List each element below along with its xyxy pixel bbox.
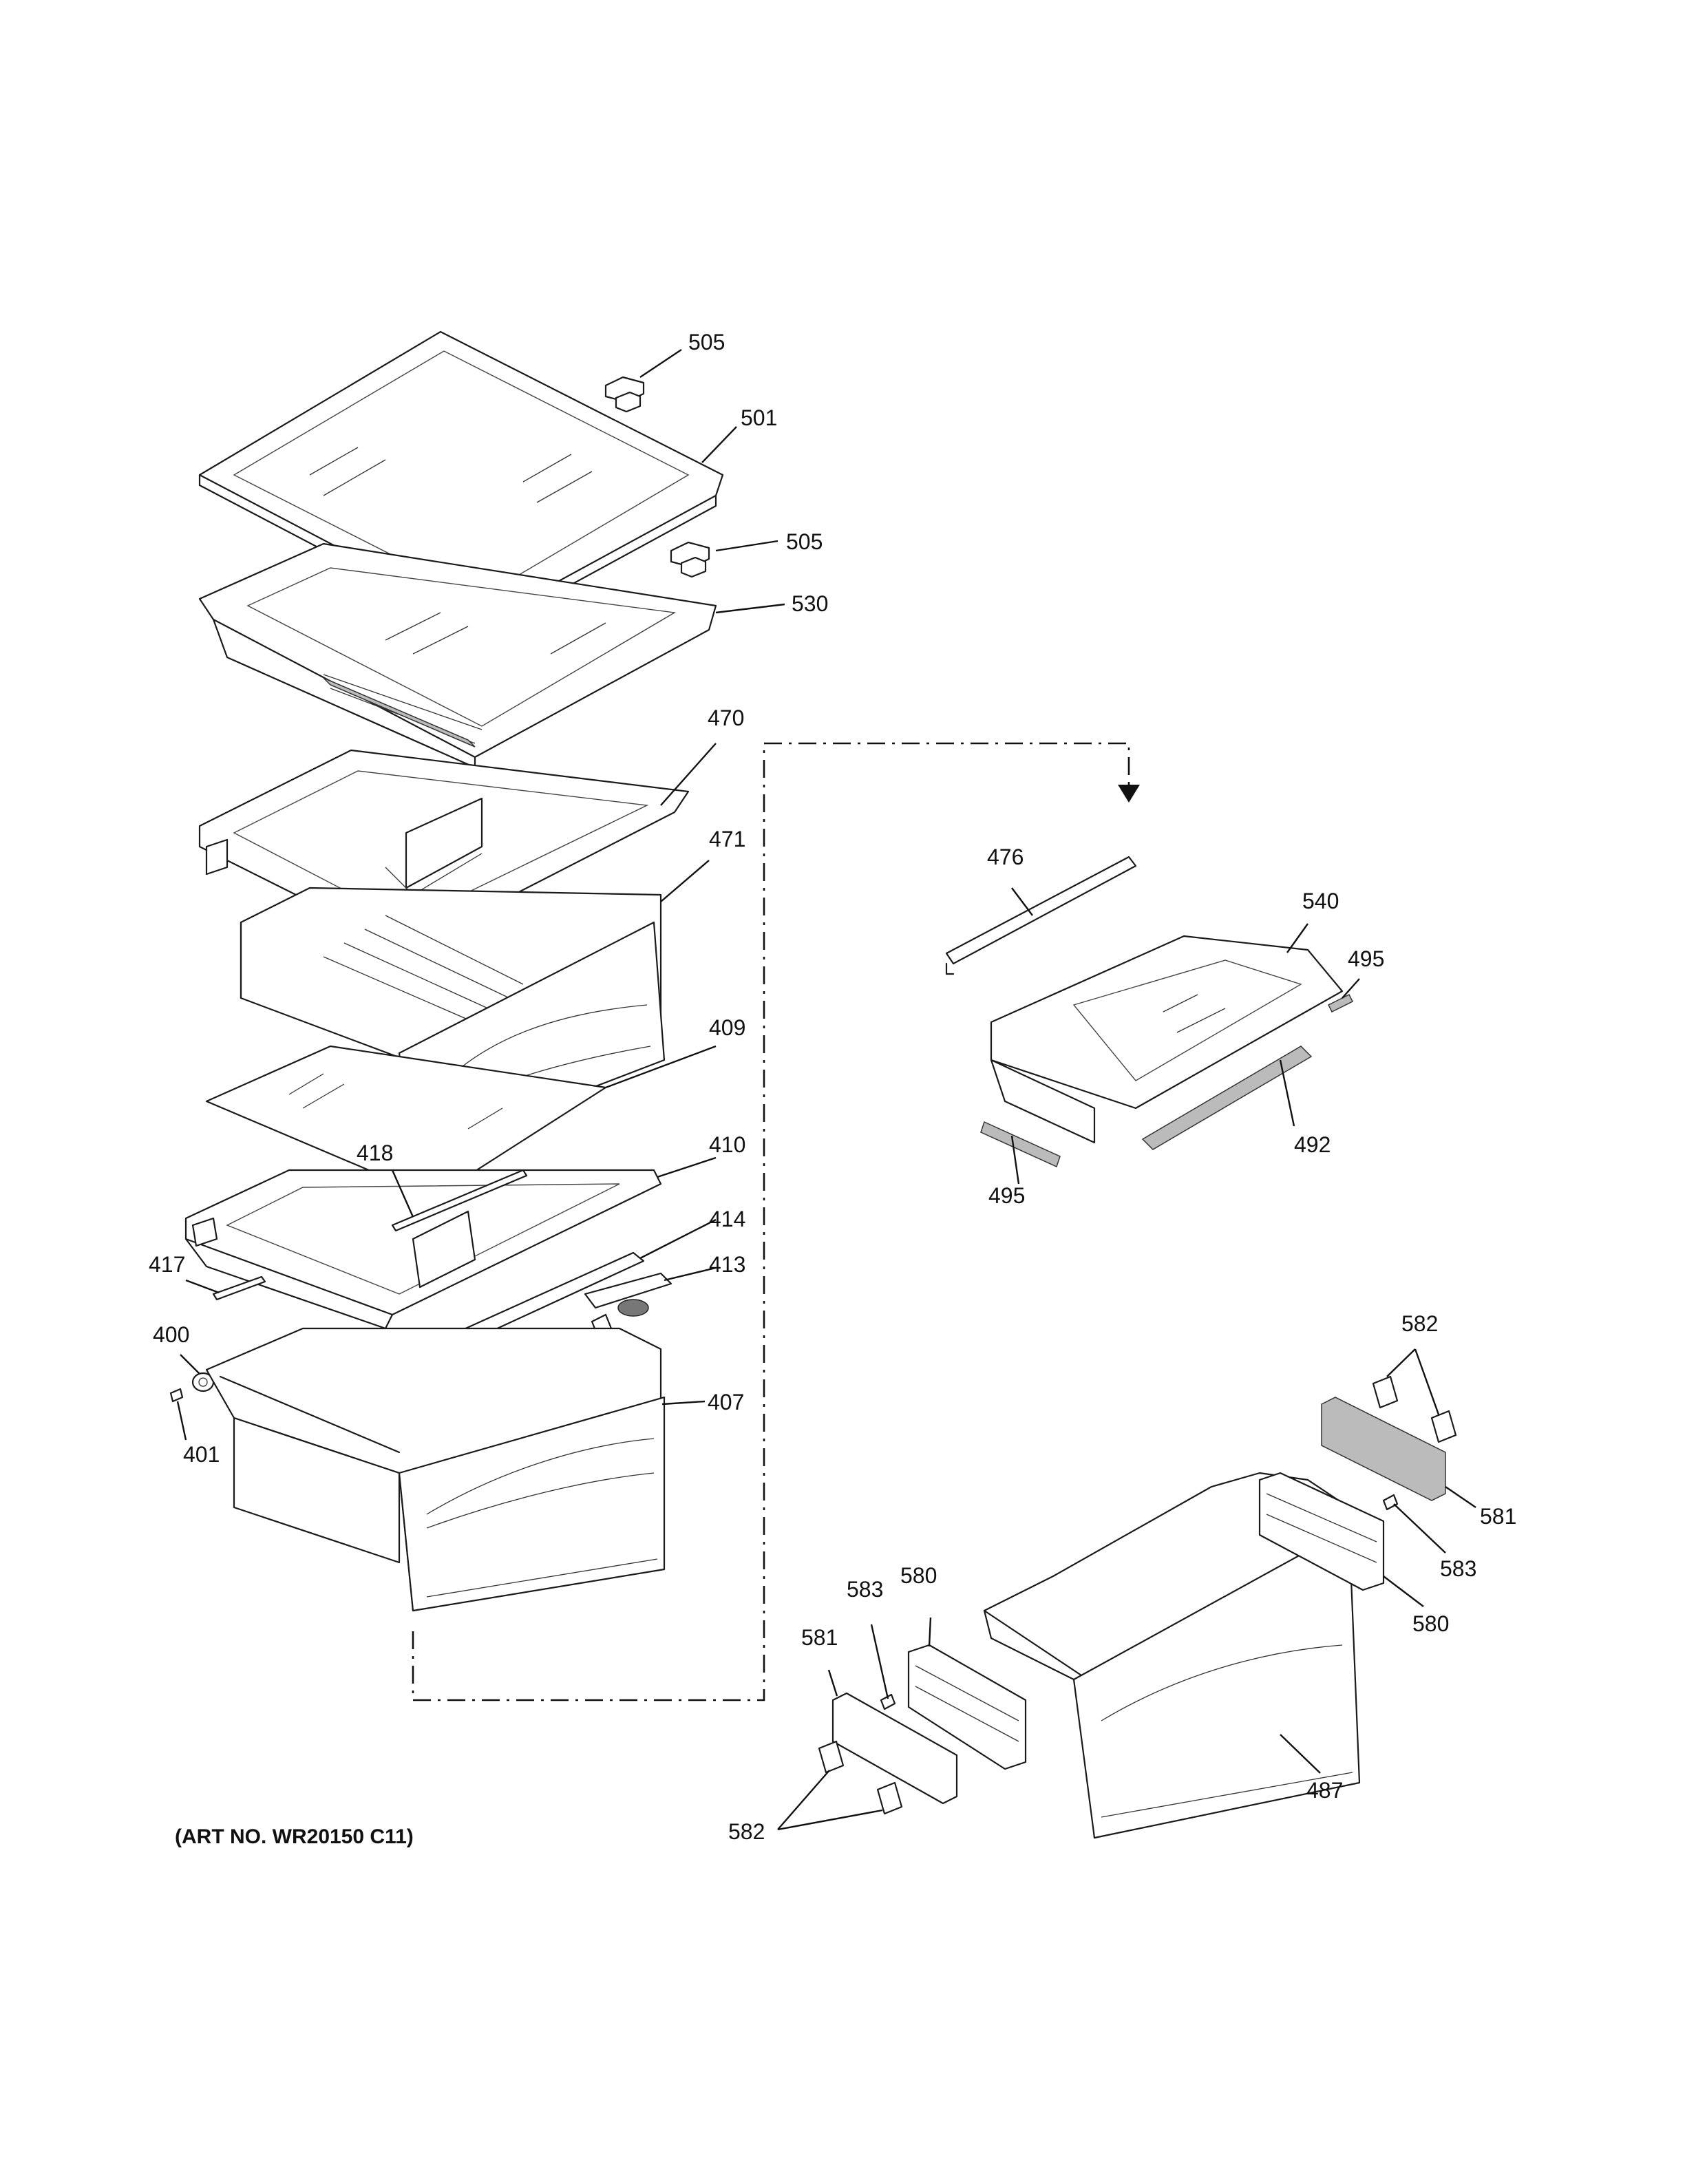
part-581-rail-left	[831, 1692, 958, 1805]
art-number: (ART NO. WR20150 C11)	[175, 1825, 414, 1848]
part-582-cap-right-a	[1372, 1375, 1399, 1409]
part-581-rail-right	[1321, 1397, 1446, 1501]
callout-580-right: 580	[1412, 1611, 1449, 1636]
callout-401: 401	[183, 1442, 220, 1467]
part-540-tray-cover	[990, 935, 1344, 1144]
arrow-down-icon	[1118, 785, 1140, 803]
callout-409: 409	[709, 1015, 745, 1040]
leader-lines	[176, 349, 1476, 1831]
callout-labels: 505 501 505 530 470 471 409 418 410 414 …	[149, 330, 1516, 1844]
part-495-trim-left	[980, 1121, 1061, 1168]
part-530-shelf-frame	[198, 542, 717, 769]
callout-540: 540	[1302, 889, 1339, 913]
callout-400: 400	[153, 1322, 189, 1347]
part-505-clip-top	[604, 376, 645, 413]
callout-495-right: 495	[1348, 946, 1384, 971]
part-580-slide-right	[1258, 1472, 1385, 1591]
callout-505-top: 505	[688, 330, 725, 354]
callout-495-left: 495	[988, 1183, 1025, 1208]
callout-492: 492	[1294, 1132, 1331, 1157]
part-583-screw-right	[1382, 1494, 1399, 1511]
callout-471: 471	[709, 827, 745, 851]
part-407-pan-drawer	[205, 1327, 666, 1612]
callout-583-right: 583	[1440, 1556, 1476, 1581]
part-580-slide-left	[907, 1644, 1027, 1770]
callout-476: 476	[987, 845, 1024, 869]
callout-413: 413	[709, 1252, 745, 1277]
part-476-rail	[945, 856, 1137, 975]
callout-501: 501	[741, 405, 777, 430]
part-417-rod	[212, 1275, 266, 1301]
part-492-handle-trim	[1141, 1046, 1313, 1150]
part-582-cap-left-b	[876, 1781, 903, 1815]
callout-418: 418	[357, 1141, 393, 1165]
callout-505-lower: 505	[786, 529, 823, 554]
part-418-rail	[391, 1169, 528, 1232]
callout-487: 487	[1306, 1778, 1343, 1803]
part-582-cap-right-b	[1430, 1410, 1457, 1443]
callout-581-left: 581	[801, 1625, 838, 1650]
part-410-pan-frame	[184, 1169, 662, 1330]
callout-414: 414	[709, 1207, 745, 1231]
part-582-cap-left-a	[818, 1740, 845, 1774]
callout-582-left: 582	[728, 1819, 765, 1844]
part-413-humidity-control	[584, 1272, 672, 1340]
callout-417: 417	[149, 1252, 185, 1277]
part-487-freezer-drawer	[983, 1472, 1361, 1839]
callout-580-left: 580	[900, 1563, 937, 1588]
callout-530: 530	[792, 591, 828, 616]
callout-470: 470	[708, 706, 744, 730]
callout-582-right: 582	[1401, 1311, 1438, 1336]
part-505-clip-lower	[670, 541, 710, 578]
routing-dashed-line	[412, 742, 1140, 1701]
part-401-screw	[169, 1388, 184, 1403]
callout-583-left: 583	[847, 1577, 883, 1602]
callout-410: 410	[709, 1132, 745, 1157]
callout-407: 407	[708, 1390, 744, 1414]
callout-581-right: 581	[1480, 1504, 1516, 1529]
